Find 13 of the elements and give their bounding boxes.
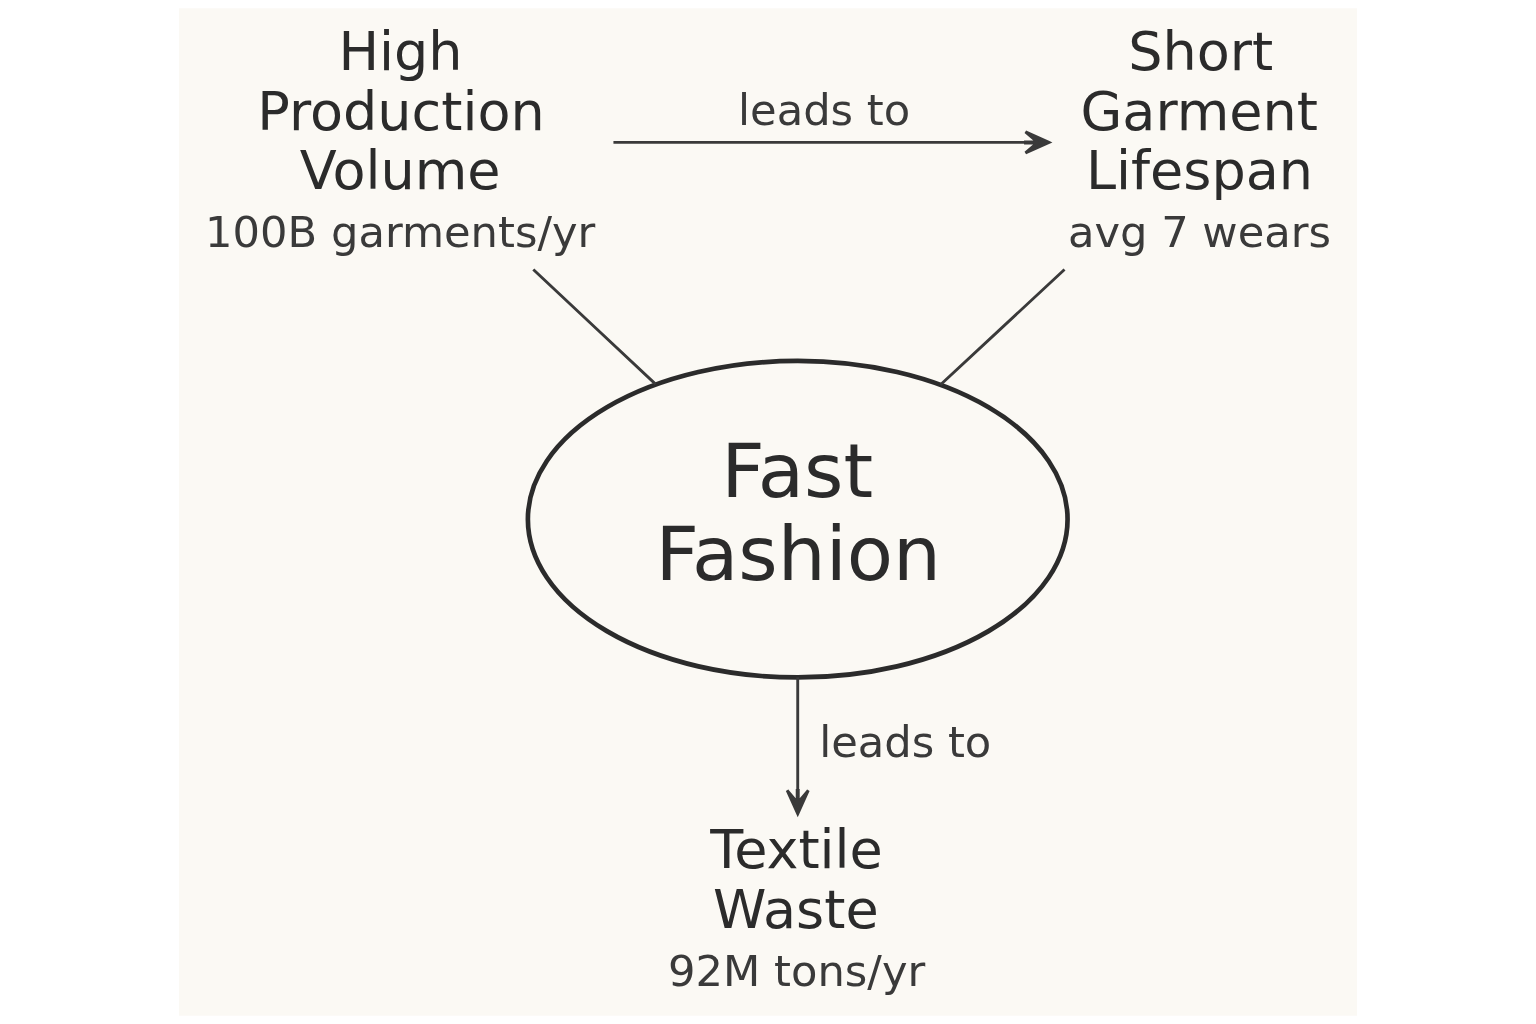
connector (532, 268, 657, 386)
node-text: High Production Volume (257, 20, 545, 203)
node-label: 100B garments/yr (205, 207, 596, 258)
arrow (613, 130, 1051, 155)
edge-label: leads to (819, 716, 992, 767)
connector (939, 268, 1066, 386)
node-label: avg 7 wears (1067, 207, 1332, 258)
node-text: Short Garment Lifespan (1080, 20, 1318, 203)
node-text: Textile Waste (710, 818, 883, 941)
node-label: 92M tons/yr (668, 945, 926, 996)
edge-label: leads to (738, 84, 911, 135)
arrow (785, 677, 810, 816)
node-ellipse: Fast Fashion (525, 358, 1070, 680)
